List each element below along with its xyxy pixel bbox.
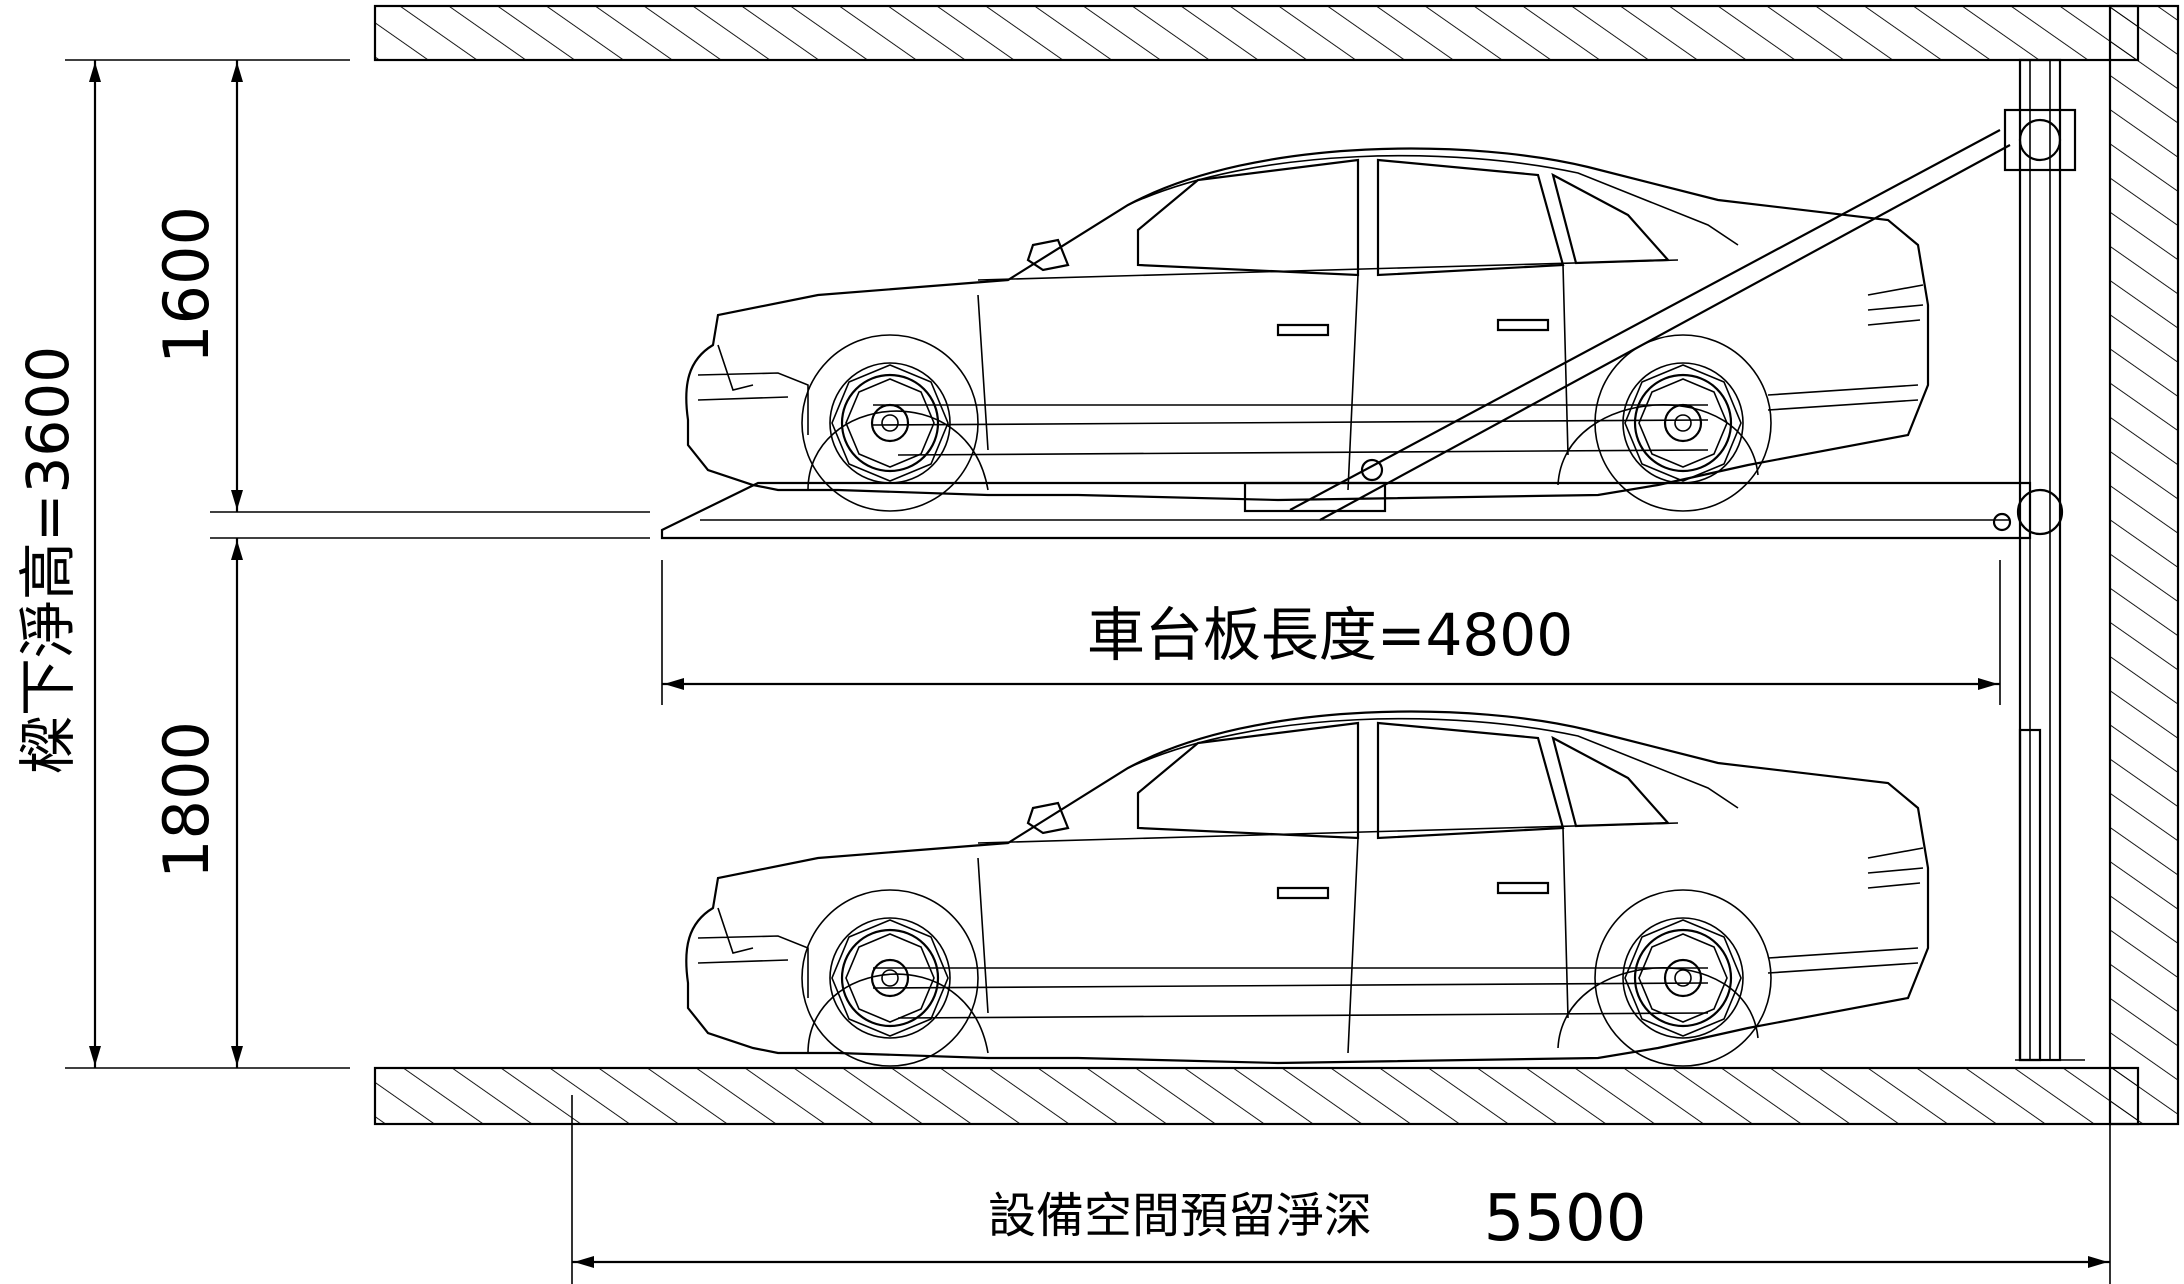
upper-platform [660, 481, 2064, 540]
lift-post [2003, 58, 2085, 1062]
total-clear-height-label: 樑下淨高=3600 [14, 346, 82, 774]
upper-height-label: 1600 [150, 206, 223, 364]
depth-value: 5500 [1484, 1182, 1647, 1256]
lower-height-label: 1800 [150, 721, 223, 879]
depth-dimension [571, 1095, 2111, 1284]
platform-length-label: 車台板長度=4800 [1087, 601, 1573, 669]
lower-car [685, 710, 1930, 1068]
platform-length-dimension [661, 560, 2001, 705]
support-arm [1289, 129, 2011, 521]
depth-label: 設備空間預留淨深 [988, 1188, 1372, 1244]
floor-slab [373, 1066, 2140, 1126]
ceiling-slab [373, 4, 2140, 62]
right-wall [2108, 4, 2180, 1126]
height-dimensions [65, 59, 650, 1069]
upper-car [685, 147, 1930, 513]
